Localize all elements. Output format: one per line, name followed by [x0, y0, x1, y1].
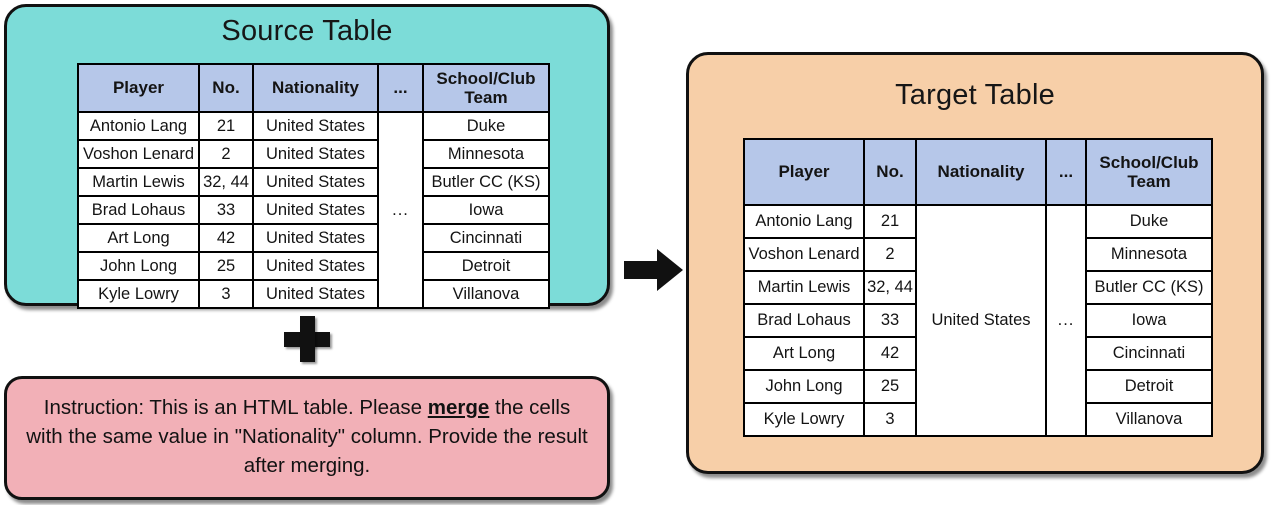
cell-no: 33	[198, 195, 254, 225]
table-row: Kyle Lowry 3 United States Villanova	[77, 279, 550, 309]
cell-no: 2	[863, 237, 917, 272]
column-header-school-club-team: School/Club Team	[422, 63, 550, 113]
cell-nationality: United States	[252, 251, 379, 281]
instruction-text-part2: the cells with the same value in "Nation…	[26, 396, 588, 478]
plus-icon	[284, 316, 330, 362]
cell-player: Voshon Lenard	[77, 139, 200, 169]
cell-no: 33	[863, 303, 917, 338]
cell-nationality: United States	[252, 111, 379, 141]
cell-school: Detroit	[422, 251, 550, 281]
cell-player: Antonio Lang	[743, 204, 865, 239]
table-row: Antonio Lang 21 United States ... Duke	[743, 204, 1213, 437]
cell-nationality: United States	[252, 279, 379, 309]
cell-no: 42	[198, 223, 254, 253]
cell-player: Antonio Lang	[77, 111, 200, 141]
instruction-text-part1: Instruction: This is an HTML table. Plea…	[43, 396, 428, 419]
cell-player: Art Long	[743, 336, 865, 371]
cell-school: Duke	[422, 111, 550, 141]
cell-nationality: United States	[252, 223, 379, 253]
cell-school: Minnesota	[422, 139, 550, 169]
target-table: Player No. Nationality ... School/Club T…	[743, 138, 1213, 437]
cell-no: 32, 44	[198, 167, 254, 197]
source-table-panel: Source Table Player No. Nationality ... …	[4, 4, 610, 309]
table-row: Voshon Lenard 2 United States Minnesota	[77, 139, 550, 169]
column-header-nationality: Nationality	[915, 138, 1047, 206]
cell-player: Martin Lewis	[77, 167, 200, 197]
table-row: Martin Lewis 32, 44 United States Butler…	[77, 167, 550, 197]
table-row: Kyle Lowry 3 Villanova	[743, 402, 1213, 437]
table-row: Art Long 42 Cincinnati	[743, 336, 1213, 371]
instruction-panel: Instruction: This is an HTML table. Plea…	[4, 376, 610, 500]
cell-school: Butler CC (KS)	[422, 167, 550, 197]
cell-school: Minnesota	[1085, 237, 1213, 272]
arrow-right-icon	[624, 248, 684, 292]
cell-school: Villanova	[1085, 402, 1213, 437]
plus-icon-vertical-bar	[300, 316, 315, 362]
cell-player: Brad Lohaus	[743, 303, 865, 338]
cell-player: Martin Lewis	[743, 270, 865, 305]
cell-player: John Long	[77, 251, 200, 281]
cell-nationality: United States	[252, 195, 379, 225]
cell-player: Brad Lohaus	[77, 195, 200, 225]
cell-player: Voshon Lenard	[743, 237, 865, 272]
cell-nationality-merged: United States	[915, 204, 1047, 437]
source-table: Player No. Nationality ... School/Club T…	[77, 63, 550, 309]
cell-ellipsis-merged: ...	[1045, 204, 1087, 437]
cell-no: 2	[198, 139, 254, 169]
column-header-ellipsis: ...	[1045, 138, 1087, 206]
cell-no: 25	[863, 369, 917, 404]
cell-player: Kyle Lowry	[77, 279, 200, 309]
table-row: Antonio Lang 21 United States ... Duke	[77, 111, 550, 309]
column-header-ellipsis: ...	[377, 63, 424, 113]
cell-school: Villanova	[422, 279, 550, 309]
table-header-row: Player No. Nationality ... School/Club T…	[743, 138, 1213, 206]
column-header-no: No.	[198, 63, 254, 113]
table-row: Art Long 42 United States Cincinnati	[77, 223, 550, 253]
table-row: Brad Lohaus 33 Iowa	[743, 303, 1213, 338]
cell-nationality: United States	[252, 167, 379, 197]
table-row: Martin Lewis 32, 44 Butler CC (KS)	[743, 270, 1213, 305]
cell-no: 32, 44	[863, 270, 917, 305]
table-row: Brad Lohaus 33 United States Iowa	[77, 195, 550, 225]
table-row: Voshon Lenard 2 Minnesota	[743, 237, 1213, 272]
instruction-text: Instruction: This is an HTML table. Plea…	[7, 379, 607, 480]
cell-school: Iowa	[422, 195, 550, 225]
cell-no: 25	[198, 251, 254, 281]
cell-player: John Long	[743, 369, 865, 404]
target-table-panel: Target Table Player No. Nationality ... …	[686, 52, 1264, 474]
table-header-row: Player No. Nationality ... School/Club T…	[77, 63, 550, 113]
cell-no: 21	[863, 204, 917, 239]
table-row: John Long 25 Detroit	[743, 369, 1213, 404]
cell-school: Cincinnati	[422, 223, 550, 253]
cell-no: 21	[198, 111, 254, 141]
target-panel-title: Target Table	[895, 79, 1055, 111]
cell-no: 42	[863, 336, 917, 371]
cell-player: Art Long	[77, 223, 200, 253]
cell-school: Butler CC (KS)	[1085, 270, 1213, 305]
cell-school: Cincinnati	[1085, 336, 1213, 371]
cell-no: 3	[863, 402, 917, 437]
column-header-no: No.	[863, 138, 917, 206]
cell-nationality: United States	[252, 139, 379, 169]
cell-school: Duke	[1085, 204, 1213, 239]
column-header-player: Player	[77, 63, 200, 113]
column-header-school-club-team: School/Club Team	[1085, 138, 1213, 206]
source-panel-title: Source Table	[221, 15, 393, 47]
cell-player: Kyle Lowry	[743, 402, 865, 437]
cell-no: 3	[198, 279, 254, 309]
cell-school: Detroit	[1085, 369, 1213, 404]
column-header-player: Player	[743, 138, 865, 206]
cell-school: Iowa	[1085, 303, 1213, 338]
cell-ellipsis-merged: ...	[377, 111, 424, 309]
table-row: John Long 25 United States Detroit	[77, 251, 550, 281]
column-header-nationality: Nationality	[252, 63, 379, 113]
instruction-emphasis-merge: merge	[427, 396, 490, 419]
